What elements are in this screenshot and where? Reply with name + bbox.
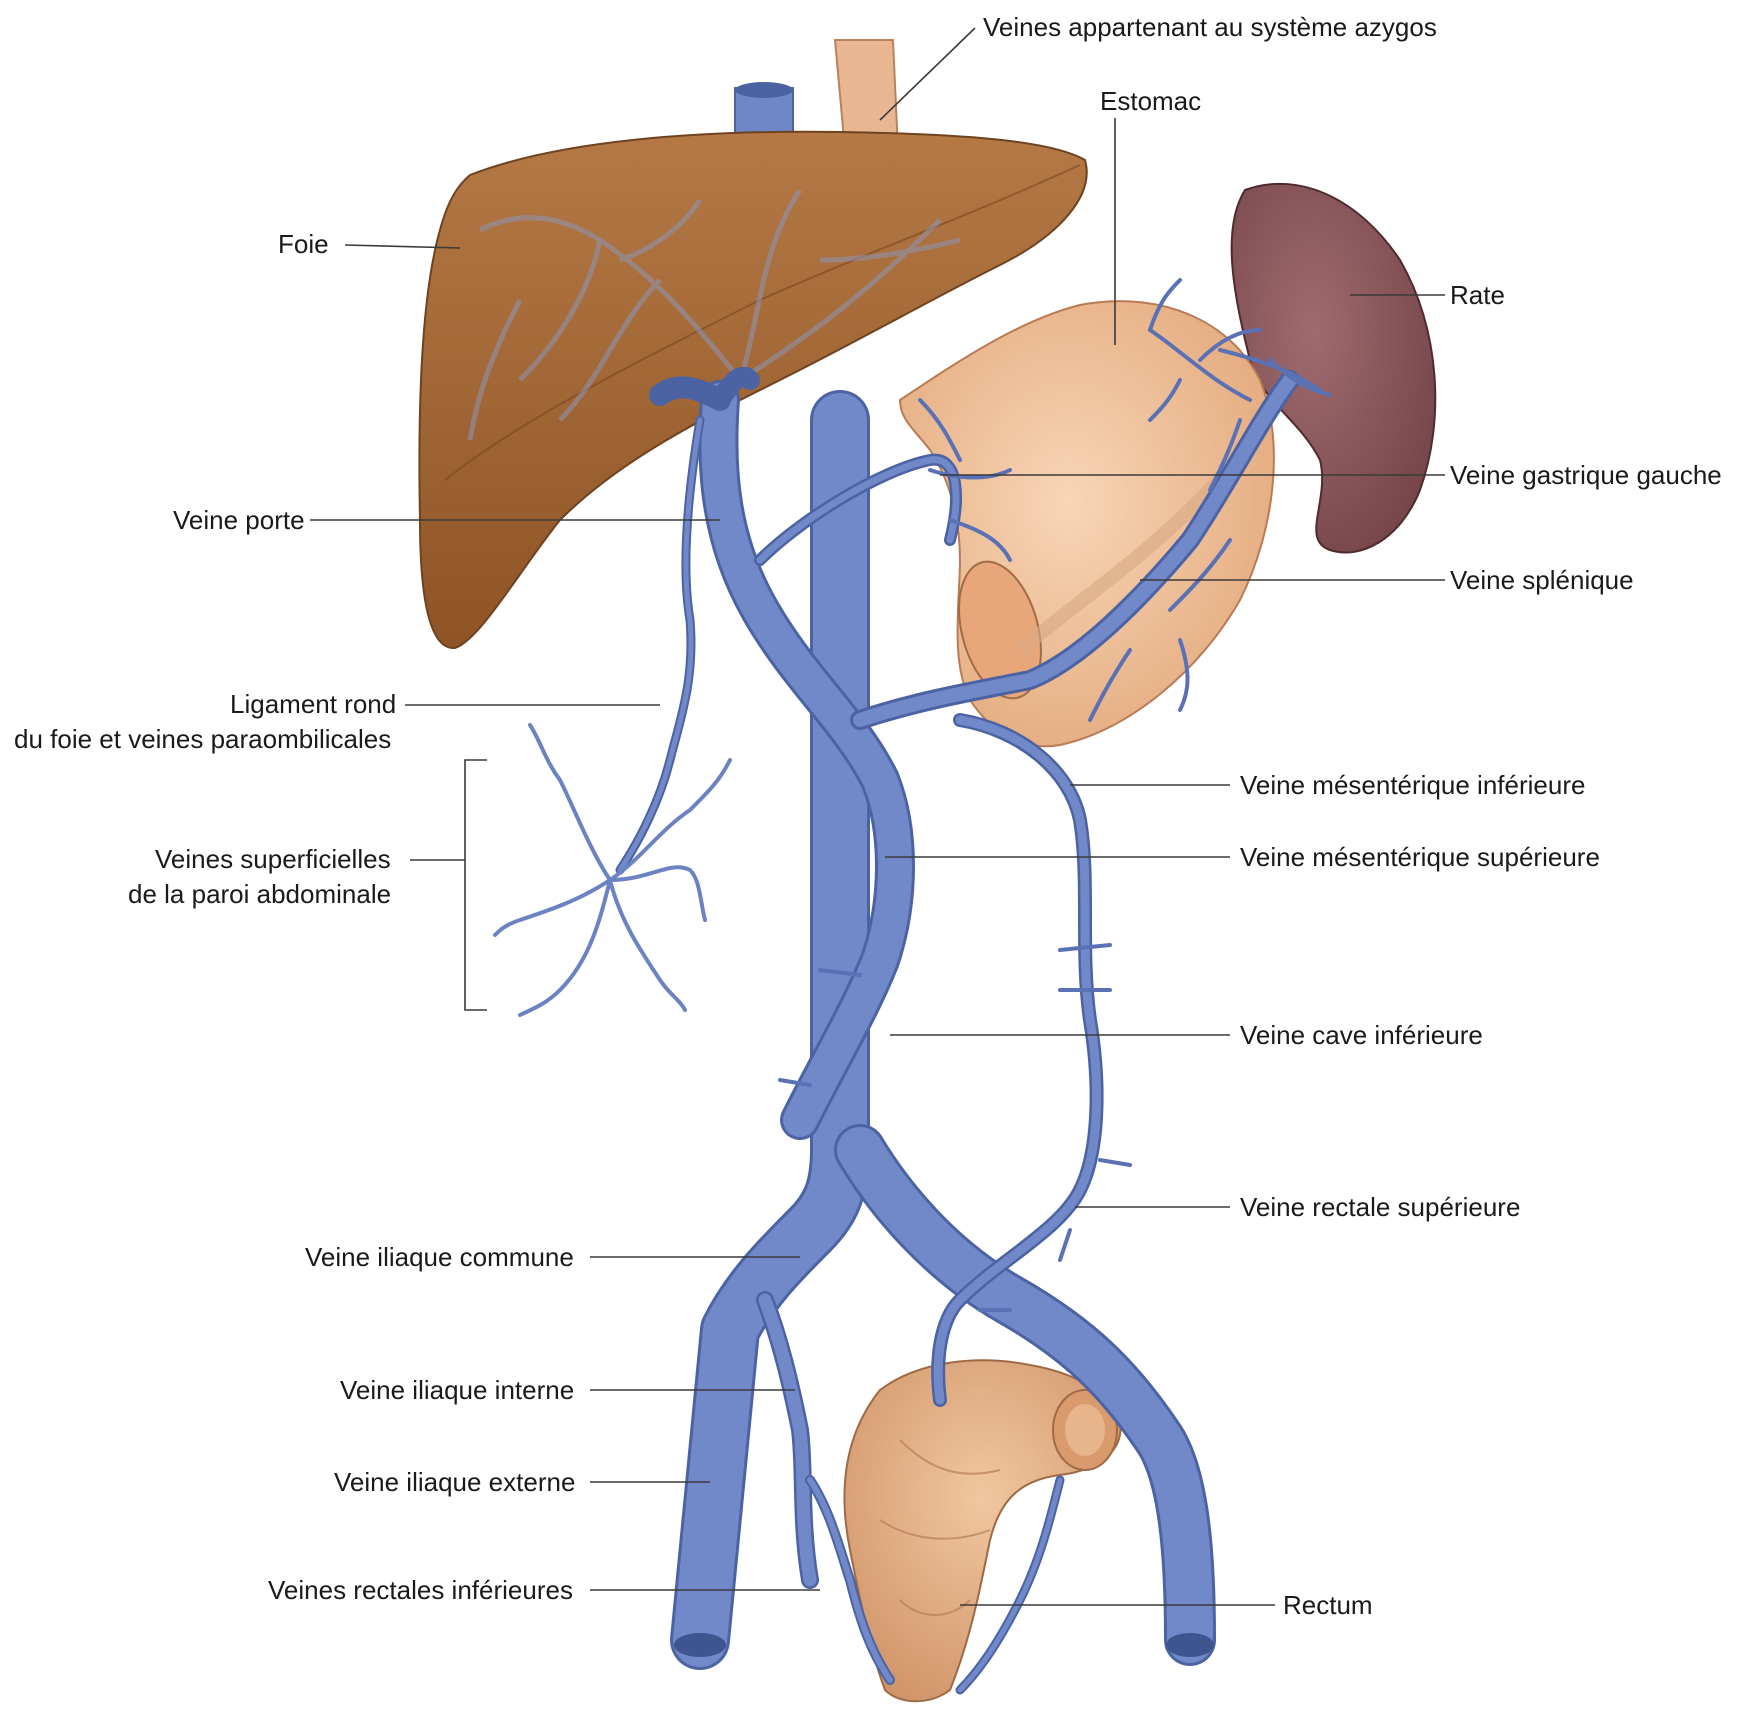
label-veine-iliaque-commune: Veine iliaque commune — [305, 1242, 574, 1272]
label-veines-superficielles-line1: Veines superficielles — [155, 844, 391, 874]
rectum-opening-inner — [1065, 1404, 1105, 1456]
label-ligament-rond-line1: Ligament rond — [230, 689, 396, 719]
label-veine-gastrique-gauche: Veine gastrique gauche — [1450, 460, 1722, 490]
label-ligament-rond-line2: du foie et veines paraombilicales — [14, 724, 391, 754]
paraumbilical-veins — [620, 420, 700, 870]
label-estomac: Estomac — [1100, 86, 1201, 116]
label-veine-cave-inferieure: Veine cave inférieure — [1240, 1020, 1483, 1050]
label-rate: Rate — [1450, 280, 1505, 310]
label-veines-superficielles-line2: de la paroi abdominale — [128, 879, 391, 909]
label-veine-iliaque-externe: Veine iliaque externe — [334, 1467, 575, 1497]
left-iliac-opening — [674, 1633, 726, 1657]
right-iliac-opening — [1166, 1633, 1214, 1657]
label-veines-rectales-inferieures: Veines rectales inférieures — [268, 1575, 573, 1605]
label-veine-mesenterique-superieure: Veine mésentérique supérieure — [1240, 842, 1600, 872]
label-veine-mesenterique-inferieure: Veine mésentérique inférieure — [1240, 770, 1585, 800]
ivc-upper-opening — [735, 82, 793, 98]
label-veine-rectale-superieure: Veine rectale supérieure — [1240, 1192, 1520, 1222]
label-veine-splenique: Veine splénique — [1450, 565, 1634, 595]
label-azygos: Veines appartenant au système azygos — [983, 12, 1437, 42]
label-rectum: Rectum — [1283, 1590, 1373, 1620]
label-veine-iliaque-interne: Veine iliaque interne — [340, 1375, 574, 1405]
label-foie: Foie — [278, 229, 329, 259]
label-veine-porte: Veine porte — [173, 505, 305, 535]
superficial-abdominal-veins — [495, 725, 730, 1015]
